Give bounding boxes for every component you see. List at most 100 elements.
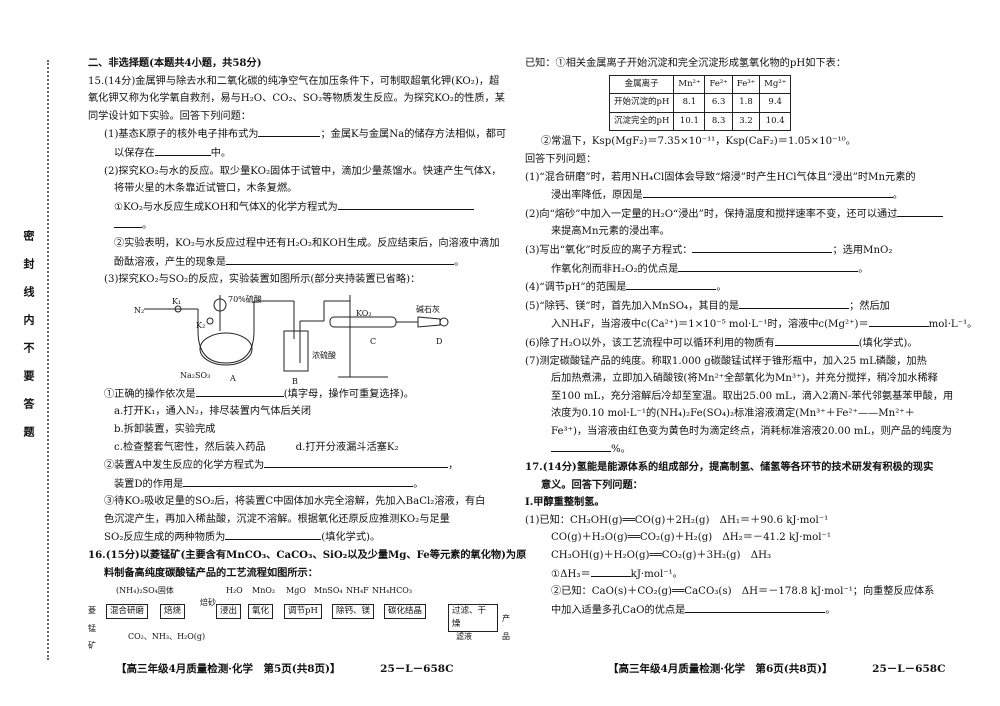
- section-title: 二、非选择题(本题共4小题，共58分): [88, 57, 262, 69]
- q15-line: 将带火星的木条靠近试管口，木条复燃。: [114, 183, 298, 195]
- flow-step: 混合研磨: [106, 604, 149, 620]
- q15-3-2: ②装置A中发生反应的化学方程式为，: [88, 456, 498, 475]
- q16-line: (1)“混合研磨”时，若用NH₄Cl固体会导致“熔浸”时产生HCl气体且“浸出”…: [525, 171, 916, 183]
- answer-blank[interactable]: [678, 260, 859, 272]
- q16-6: (6)除了H₂O以外，该工艺流程中可以循环利用的物质有(填化学式)。: [525, 334, 920, 353]
- q17-line: ②已知：CaO(s)＋CO₂(g)══CaCO₃(s) ΔH＝－178.8 kJ…: [551, 586, 935, 598]
- q17-eq: CH₃OH(g)＋H₂O(g)══CO₂(g)＋3H₂(g) ΔH₃: [551, 550, 772, 562]
- q16-5: (5)“除钙、镁”时，首先加入MnSO₄，其目的是；然后加: [525, 297, 920, 316]
- q16-7-end: %。: [525, 440, 920, 459]
- known-2: ②常温下，Ksp(MgF₂)＝7.35×10⁻¹¹，Ksp(CaF₂)＝1.05…: [541, 136, 856, 148]
- table-row: 沉淀完全的pH 10.1 8.3 3.2 10.4: [608, 111, 792, 132]
- flow-input: NH₄HCO₃: [372, 586, 413, 596]
- q16-2: (2)向“熔砂”中加入一定量的H₂O“浸出”时，保持温度和搅拌速率不变，还可以通…: [525, 205, 944, 224]
- q15-3-1: ①正确的操作依次是(填字母，操作可重复选择)。: [88, 385, 498, 404]
- right-column: 已知：①相关金属离子开始沉淀和完全沉淀形成氢氧化物的pH如下表： 金属离子 Mn…: [525, 55, 977, 620]
- q17-part: Ⅰ.甲醇重整制氢。: [525, 496, 605, 509]
- q15-1: (1)基态K原子的核外电子排布式为；金属K与金属Na的储存方法相似，都可: [88, 125, 506, 144]
- apparatus-diagram: [144, 294, 449, 378]
- answer-blank[interactable]: [183, 475, 414, 487]
- q16-3-cont: 作氧化剂而非H₂O₂的优点是。: [525, 260, 920, 279]
- q15-line: (2)探究KO₂与水的反应。取少量KO₂固体于试管中，滴加少量蒸馏水。快速产生气…: [104, 165, 502, 177]
- answer-blank[interactable]: [868, 315, 929, 328]
- label-a: A: [230, 373, 236, 383]
- flow-roast: 焙砂: [200, 598, 216, 608]
- flow-step: 碳化结晶: [384, 604, 427, 620]
- answer-blank[interactable]: [551, 440, 611, 453]
- option-b: b.拆卸装置，实验完成: [114, 423, 216, 435]
- flow-input: NH₄F: [346, 586, 369, 596]
- option-c: c.检查整套气密性，然后装入药品: [114, 441, 266, 453]
- q15-line: ③待KO₂吸收足量的SO₂后，将装置C中固体加水完全溶解，先加入BaCl₂溶液，…: [104, 496, 486, 508]
- answer-blank[interactable]: [114, 216, 142, 229]
- answer-blank[interactable]: [195, 385, 284, 397]
- q15-2-1-cont: 。: [88, 216, 498, 235]
- q17-1: ①ΔH₃＝kJ·mol⁻¹。: [525, 565, 920, 584]
- flow-input: (NH₄)₂SO₄固体: [116, 586, 174, 596]
- answer-blank[interactable]: [739, 297, 850, 309]
- seal-text: 答: [22, 398, 35, 409]
- seal-text: 要: [22, 370, 35, 381]
- answer-blank[interactable]: [154, 144, 211, 156]
- label-na2so3: Na₂SO₃: [180, 370, 211, 380]
- q15-line: (3)探究KO₂与SO₂的反应，实验装置如图所示(部分夹持装置已省略)：: [104, 274, 421, 286]
- q17-line: 意义。回答下列问题：: [541, 478, 643, 491]
- answer-blank[interactable]: [685, 601, 826, 613]
- flow-ore: 菱锰矿: [88, 606, 96, 651]
- seal-text: 不: [22, 342, 35, 353]
- answer-blank[interactable]: [225, 528, 322, 541]
- seal-text: 内: [22, 314, 35, 325]
- q16-5-cont: 入NH₄F，当溶液中c(Ca²⁺)＝1×10⁻⁵ mol·L⁻¹时，溶液中c(M…: [525, 315, 977, 334]
- flow-input: MnO₂: [252, 586, 276, 596]
- q17-eq: (1)已知：CH₃OH(g)══CO(g)＋2H₂(g) ΔH₁＝＋90.6 k…: [525, 514, 829, 526]
- footer-right: 【高三年级4月质量检测·化学 第6页(共8页)】 25－L－658C: [608, 663, 946, 675]
- label-d: D: [436, 336, 443, 346]
- seal-text: 线: [22, 286, 35, 297]
- flow-step: 调节pH: [284, 604, 322, 620]
- q15-2-2: 酚酞溶液，产生的现象是。: [88, 253, 498, 272]
- option-d: d.打开分液漏斗活塞K₂: [295, 441, 399, 453]
- q17-2: 中加入适量多孔CaO的优点是。: [525, 601, 920, 620]
- flow-filtrate: 滤液: [456, 632, 472, 642]
- answer-blank[interactable]: [258, 125, 321, 138]
- apparatus-figure: N₂ K₁ K₂ 70%硫酸 Na₂SO₃ A 浓硫酸 B KO₂ C 碱石灰 …: [88, 291, 498, 386]
- answer-blank[interactable]: [692, 241, 833, 253]
- q17-line: 17.(14分)氢能是能源体系的组成部分，提高制氢、储氢等各环节的技术研发有积极…: [525, 461, 934, 474]
- answer-blank[interactable]: [226, 253, 455, 265]
- q16-line: 回答下列问题：: [525, 153, 597, 165]
- q15-3-2-cont: 装置D的作用是。: [88, 475, 498, 494]
- q15-line: 氧化钾又称为化学氧自救剂，易与H₂O、CO₂、SO₂等物质发生反应。为探究KO₂…: [88, 93, 505, 105]
- option-a: a.打开K₁，通入N₂，排尽装置内气体后关闭: [114, 406, 312, 418]
- flow-byproduct: CO₂、NH₃、H₂O(g): [128, 632, 206, 642]
- answer-blank[interactable]: [897, 205, 944, 217]
- flow-input: MnSO₄: [314, 586, 343, 596]
- q16-line: 至100 mL，充分溶解后冷却至室温。取出25.00 mL，滴入2滴N-苯代邻氨…: [551, 390, 954, 402]
- answer-blank[interactable]: [264, 456, 449, 469]
- flow-input: H₂O: [226, 586, 243, 596]
- q15-2-1: ①KO₂与水反应生成KOH和气体X的化学方程式为: [88, 198, 498, 217]
- answer-blank[interactable]: [626, 278, 717, 291]
- flow-step: 过滤、干燥: [448, 604, 498, 633]
- flow-product: 产品: [502, 614, 510, 641]
- label-ko2: KO₂: [356, 308, 372, 318]
- q15-line: ②实验表明，KO₂与水反应过程中还有H₂O₂和KOH生成。反应结束后，向溶液中滴…: [114, 237, 500, 249]
- flow-step: 氧化: [248, 604, 274, 620]
- flow-step: 焙烧: [160, 604, 186, 620]
- q15-3-3: SO₂反应生成的两种物质为(填化学式)。: [88, 528, 498, 547]
- q16-3: (3)写出“氧化”时反应的离子方程式：；选用MnO₂: [525, 241, 920, 260]
- seal-text: 题: [22, 426, 35, 437]
- label-c: C: [370, 336, 377, 346]
- answer-blank[interactable]: [642, 186, 893, 199]
- seal-line: [47, 60, 49, 660]
- answer-blank[interactable]: [774, 334, 859, 346]
- q17-eq: CO(g)＋H₂O(g)══CO₂(g)＋H₂(g) ΔH₂＝－41.2 kJ·…: [551, 532, 832, 544]
- q16-4: (4)“调节pH”的范围是。: [525, 278, 920, 297]
- label-h2so4: 浓硫酸: [312, 350, 336, 360]
- label-n2: N₂: [134, 305, 145, 315]
- q15-line: 色沉淀产生，再加入稀盐酸，沉淀不溶解。根据氧化还原反应推测KO₂与足量: [104, 513, 450, 525]
- answer-blank[interactable]: [337, 198, 474, 210]
- answer-blank[interactable]: [590, 565, 631, 577]
- binding-margin: 密 封 线 内 不 要 答 题: [14, 230, 44, 460]
- q15-options: a.打开K₁，通入N₂，排尽装置内气体后关闭: [88, 403, 498, 421]
